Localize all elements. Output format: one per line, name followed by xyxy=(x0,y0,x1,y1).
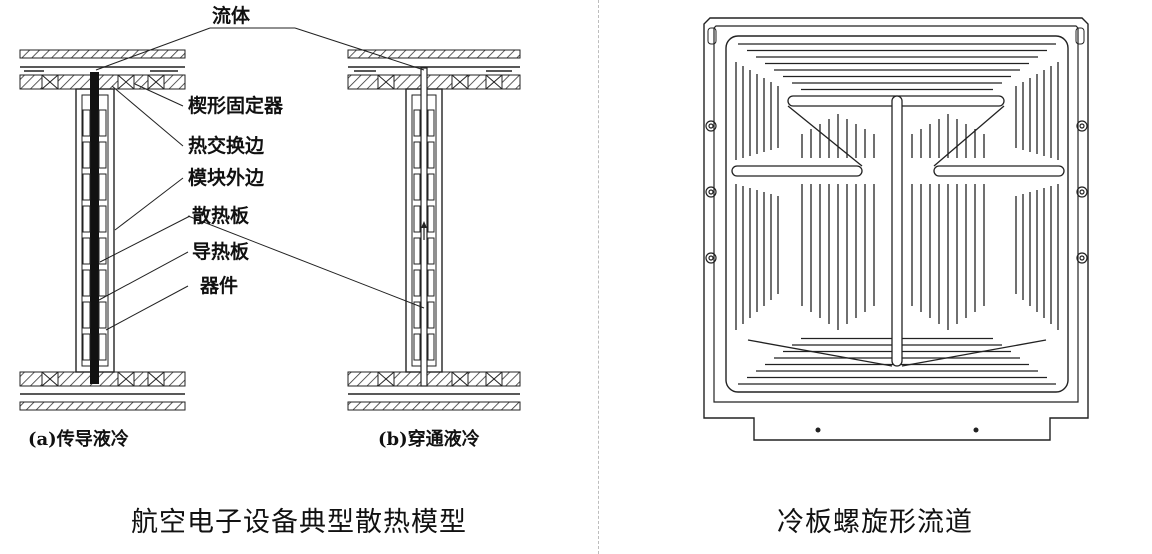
assembly-b xyxy=(347,49,521,411)
cold-plate-drawing xyxy=(703,17,1089,441)
fluid-label: 流体 xyxy=(212,4,251,27)
panel-divider xyxy=(598,0,599,554)
right-caption: 冷板螺旋形流道 xyxy=(777,507,973,538)
left-caption: 航空电子设备典型散热模型 xyxy=(131,507,467,538)
channel-region xyxy=(725,35,1069,393)
cold-plate-panel: 冷板螺旋形流道 xyxy=(598,0,1152,554)
heat-dissipation-model-panel: 流体 楔形固定器 热交换边 模块外边 散热板 导热板 器件 (a)传导液冷 (b… xyxy=(19,4,521,538)
callout-leaders xyxy=(98,83,425,331)
callout-component: 器件 xyxy=(199,274,238,297)
fluid-leaders xyxy=(95,27,425,71)
conduction-plate xyxy=(90,72,99,384)
subfigure-b-label: (b)穿通液冷 xyxy=(378,428,480,450)
callout-module-edge: 模块外边 xyxy=(188,166,265,189)
mounting-holes xyxy=(705,120,1088,264)
callout-heat-sink-plate: 散热板 xyxy=(192,204,250,227)
subfigure-a-label: (a)传导液冷 xyxy=(28,428,129,450)
callout-heat-exchange-edge: 热交换边 xyxy=(188,134,265,157)
spiral-flow-channels xyxy=(735,43,1059,385)
top-rail-a-upper xyxy=(19,49,186,59)
callout-wedge-lock: 楔形固定器 xyxy=(188,94,284,117)
callout-conduction-plate: 导热板 xyxy=(192,240,250,263)
assembly-a xyxy=(19,49,186,411)
heat-dissipation-diagram: 流体 楔形固定器 热交换边 模块外边 散热板 导热板 器件 (a)传导液冷 (b… xyxy=(19,4,521,450)
